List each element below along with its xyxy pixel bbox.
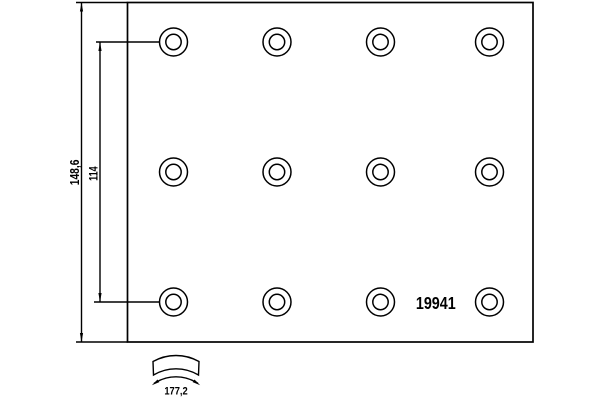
svg-text:177,2: 177,2 <box>164 386 188 398</box>
svg-text:19941: 19941 <box>416 295 456 314</box>
svg-text:114: 114 <box>89 166 101 181</box>
svg-text:148,6: 148,6 <box>69 160 82 186</box>
